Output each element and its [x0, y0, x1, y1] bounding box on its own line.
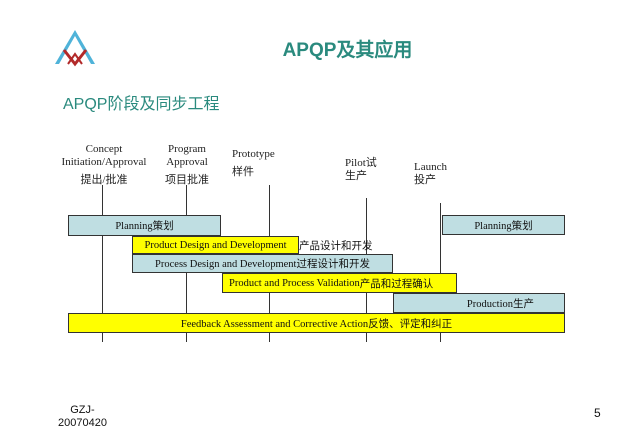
milestone-launch: Launch 投产 — [414, 161, 447, 187]
milestone-program-en-2: Approval — [166, 156, 208, 168]
milestone-launch-en: Launch — [414, 161, 447, 173]
phase-product-design-cn: 产品设计和开发 — [299, 241, 373, 252]
phase-product-design-bar: Product Design and Development — [132, 236, 299, 254]
milestone-pilot-cn: 生产 — [345, 170, 367, 182]
phase-feedback-bar: Feedback Assessment and Corrective Actio… — [68, 313, 565, 333]
milestone-program-cn: 项目批准 — [165, 174, 209, 186]
phase-validation-label: Product and Process Validation — [229, 277, 360, 289]
phase-planning-label: Planning策划 — [115, 221, 174, 232]
milestone-launch-cn: 投产 — [414, 174, 436, 186]
phase-planning-bar-repeat: Planning策划 — [442, 215, 565, 235]
apqp-logo-icon — [55, 30, 95, 67]
milestone-pilot-en: Pilot试 — [345, 157, 377, 169]
phase-validation-bar: Product and Process Validation 产品和过程确认 — [222, 273, 457, 293]
milestone-concept: Concept Initiation/Approval 提出/批准 — [52, 143, 156, 187]
milestone-concept-en-2: Initiation/Approval — [61, 156, 147, 168]
phase-process-design-bar: Process Design and Development过程设计和开发 — [132, 254, 393, 273]
document-code: GZJ- 20070420 — [58, 404, 107, 430]
phase-validation-cn: 产品和过程确认 — [359, 278, 434, 290]
milestone-program: Program Approval 项目批准 — [155, 143, 219, 187]
milestone-line-launch — [440, 203, 441, 342]
phase-production-bar: Production生产 — [393, 293, 565, 313]
document-code-line2: 20070420 — [58, 417, 107, 429]
phase-product-design-label: Product Design and Development — [144, 239, 287, 251]
phase-planning-repeat-label: Planning策划 — [474, 220, 533, 232]
milestone-concept-en-1: Concept — [85, 143, 123, 155]
milestone-prototype-cn: 样件 — [232, 166, 254, 178]
milestone-prototype-en: Prototype — [232, 148, 275, 160]
milestone-line-concept — [102, 185, 103, 342]
page-number: 5 — [594, 406, 601, 420]
milestone-concept-cn: 提出/批准 — [80, 174, 128, 186]
phase-feedback-label: Feedback Assessment and Corrective Actio… — [180, 318, 453, 330]
section-subtitle: APQP阶段及同步工程 — [63, 96, 220, 113]
document-code-line1: GZJ- — [70, 404, 95, 416]
milestone-pilot: Pilot试 生产 — [345, 157, 377, 183]
page-title: APQP及其应用 — [282, 40, 413, 61]
phase-planning-bar: Planning策划 — [68, 215, 221, 236]
phase-production-label: Production生产 — [466, 298, 534, 310]
milestone-prototype: Prototype 样件 — [232, 148, 275, 179]
milestone-program-en-1: Program — [168, 143, 206, 155]
phase-process-design-label: Process Design and Development过程设计和开发 — [155, 259, 370, 270]
